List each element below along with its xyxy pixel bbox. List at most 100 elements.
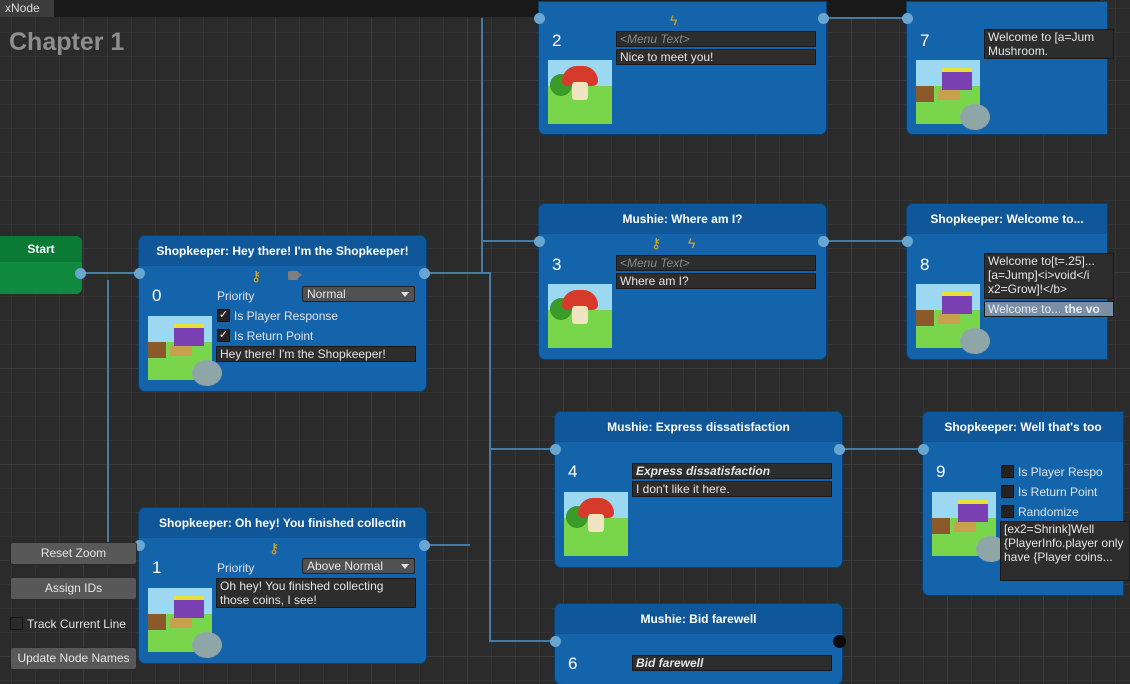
node-1-output-port[interactable]: [419, 540, 430, 551]
randomize-checkbox[interactable]: [1001, 505, 1014, 518]
node-id: 1: [152, 558, 162, 577]
character-portrait: [916, 60, 990, 130]
lightning-icon: ϟ: [688, 235, 696, 251]
menu-text-field[interactable]: <Menu Text>: [616, 31, 816, 47]
dialogue-text-field[interactable]: [ex2=Shrink]Well {PlayerInfo.player only…: [1000, 521, 1130, 581]
character-portrait: [932, 492, 1006, 562]
dialogue-preview-field: Welcome to... the vo: [984, 301, 1114, 317]
dialogue-text-field[interactable]: Where am I?: [616, 273, 816, 289]
wire-0-to-4: [425, 272, 556, 450]
randomize-label: Randomize: [1018, 505, 1079, 519]
dialogue-node-9[interactable]: Shopkeeper: Well that's too 9 Is Player …: [923, 412, 1130, 595]
node-id: 8: [920, 255, 930, 274]
start-node-title: Start: [0, 236, 82, 262]
player-response-checkbox[interactable]: [1001, 465, 1014, 478]
node-2-output-port[interactable]: [818, 13, 829, 24]
return-point-checkbox[interactable]: ✓: [217, 329, 230, 342]
preview-text: Welcome to...: [988, 302, 1062, 316]
wire-0-to-3: [425, 240, 540, 274]
menu-text-field[interactable]: Bid farewell: [632, 655, 832, 671]
dialogue-text-field[interactable]: I don't like it here.: [632, 481, 832, 497]
dialogue-text-field[interactable]: Hey there! I'm the Shopkeeper!: [216, 346, 416, 362]
return-point-label: Is Return Point: [234, 329, 314, 343]
character-portrait: [916, 284, 990, 354]
character-portrait: [148, 588, 222, 658]
node-1-input-port[interactable]: [134, 540, 145, 551]
menu-text-field[interactable]: <Menu Text>: [616, 255, 816, 271]
wire-0-to-2: [425, 18, 483, 274]
character-portrait: [548, 60, 612, 124]
player-response-label: Is Player Response: [234, 309, 339, 323]
node-id: 6: [568, 654, 578, 673]
dialogue-node-2[interactable]: ϟ 2 <Menu Text> Nice to meet you!: [539, 2, 826, 134]
wire-0-to-6: [489, 449, 556, 642]
node-4-output-port[interactable]: [834, 444, 845, 455]
key-icon: ⚷: [251, 268, 262, 284]
dialogue-node-4[interactable]: Mushie: Express dissatisfaction 4 Expres…: [555, 412, 842, 567]
node-id: 2: [552, 31, 562, 50]
node-3-input-port[interactable]: [534, 236, 545, 247]
player-response-label: Is Player Respo: [1018, 465, 1103, 479]
dialogue-text-field[interactable]: Nice to meet you!: [616, 49, 816, 65]
update-node-names-button[interactable]: Update Node Names: [10, 647, 137, 670]
node-title: Mushie: Where am I?: [539, 204, 826, 234]
node-3-output-port[interactable]: [818, 236, 829, 247]
dialogue-text-field[interactable]: Welcome to[t=.25]... [a=Jump]<i>void</i …: [984, 253, 1114, 299]
wire-start-to-1: [107, 280, 140, 546]
return-point-label: Is Return Point: [1018, 485, 1098, 499]
chevron-down-icon: [401, 292, 409, 297]
node-id: 7: [920, 31, 930, 50]
lightning-icon: ϟ: [670, 12, 678, 28]
character-portrait: [148, 316, 222, 386]
preview-text-bold: the vo: [1061, 302, 1100, 316]
dialogue-node-1[interactable]: Shopkeeper: Oh hey! You finished collect…: [139, 508, 426, 663]
dialogue-text-field[interactable]: Welcome to [a=Jum Mushroom.: [984, 29, 1114, 59]
reset-zoom-button[interactable]: Reset Zoom: [10, 542, 137, 565]
priority-value: Normal: [307, 287, 346, 301]
priority-dropdown[interactable]: Normal: [302, 286, 415, 302]
start-output-port[interactable]: [75, 268, 86, 279]
dialogue-node-7[interactable]: 7 Welcome to [a=Jum Mushroom.: [907, 2, 1114, 134]
node-title: Shopkeeper: Hey there! I'm the Shopkeepe…: [139, 236, 426, 266]
node-0-output-port[interactable]: [419, 268, 430, 279]
priority-label: Priority: [217, 289, 255, 303]
tab-xnode[interactable]: xNode: [0, 0, 54, 17]
node-title: Shopkeeper: Welcome to...: [907, 204, 1107, 234]
node-id: 9: [936, 462, 946, 481]
node-title: Mushie: Express dissatisfaction: [555, 412, 842, 442]
assign-ids-button[interactable]: Assign IDs: [10, 577, 137, 600]
node-6-output-port[interactable]: [833, 635, 846, 648]
start-node[interactable]: Start: [0, 236, 82, 294]
node-6-input-port[interactable]: [550, 636, 561, 647]
dialogue-node-0[interactable]: Shopkeeper: Hey there! I'm the Shopkeepe…: [139, 236, 426, 391]
camera-icon: [288, 271, 302, 280]
track-current-line-label: Track Current Line: [27, 617, 126, 631]
node-title: Mushie: Bid farewell: [555, 604, 842, 634]
dialogue-node-6[interactable]: Mushie: Bid farewell 6 Bid farewell: [555, 604, 842, 684]
node-0-input-port[interactable]: [134, 268, 145, 279]
dialogue-node-8[interactable]: Shopkeeper: Welcome to... 8 Welcome to[t…: [907, 204, 1114, 359]
return-point-checkbox[interactable]: [1001, 485, 1014, 498]
chevron-down-icon: [401, 564, 409, 569]
dialogue-node-3[interactable]: Mushie: Where am I? ⚷ ϟ 3 <Menu Text> Wh…: [539, 204, 826, 359]
character-portrait: [564, 492, 628, 556]
player-response-checkbox[interactable]: ✓: [217, 309, 230, 322]
node-2-input-port[interactable]: [534, 13, 545, 24]
key-icon: ⚷: [651, 235, 662, 251]
node-9-input-port[interactable]: [918, 444, 929, 455]
node-8-input-port[interactable]: [902, 236, 913, 247]
node-id: 0: [152, 286, 162, 305]
dialogue-text-field[interactable]: Oh hey! You finished collecting those co…: [216, 578, 416, 608]
node-id: 4: [568, 462, 578, 481]
priority-label: Priority: [217, 561, 255, 575]
node-7-input-port[interactable]: [902, 13, 913, 24]
node-4-input-port[interactable]: [550, 444, 561, 455]
priority-dropdown[interactable]: Above Normal: [302, 558, 415, 574]
node-title: Shopkeeper: Well that's too: [923, 412, 1123, 442]
character-portrait: [548, 284, 612, 348]
priority-value: Above Normal: [307, 559, 384, 573]
node-id: 3: [552, 255, 562, 274]
graph-title: Chapter 1: [9, 28, 125, 56]
menu-text-field[interactable]: Express dissatisfaction: [632, 463, 832, 479]
track-current-line-checkbox[interactable]: [10, 617, 23, 630]
